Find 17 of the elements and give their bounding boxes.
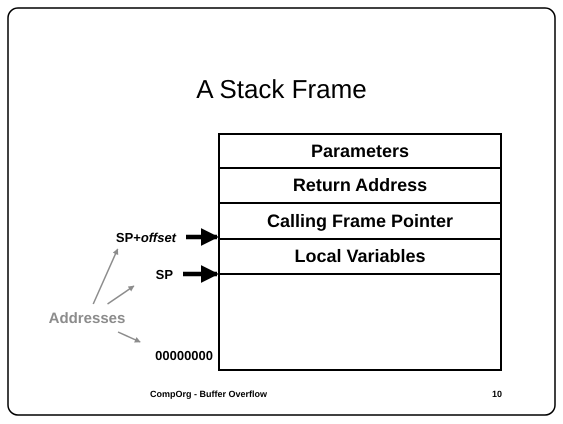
stack-frame-box [218,133,502,371]
arrow [186,228,219,246]
address-label: SP [130,265,173,283]
arrow [92,248,118,304]
stack-row: Return Address [220,169,500,204]
arrow [183,265,219,283]
stack-row: Local Variables [220,240,500,275]
stack-row: Parameters [220,135,500,169]
address-label: SP+offset [70,228,176,246]
address-label: 00000000 [125,345,213,365]
arrow [118,331,141,343]
address-group-label: Addresses [35,307,139,329]
arrow [107,285,134,305]
slide-title: A Stack Frame [195,74,368,105]
stack-row: Calling Frame Pointer [220,204,500,240]
footer-text: CompOrg - Buffer Overflow [150,389,268,399]
page-number: 10 [492,389,502,399]
